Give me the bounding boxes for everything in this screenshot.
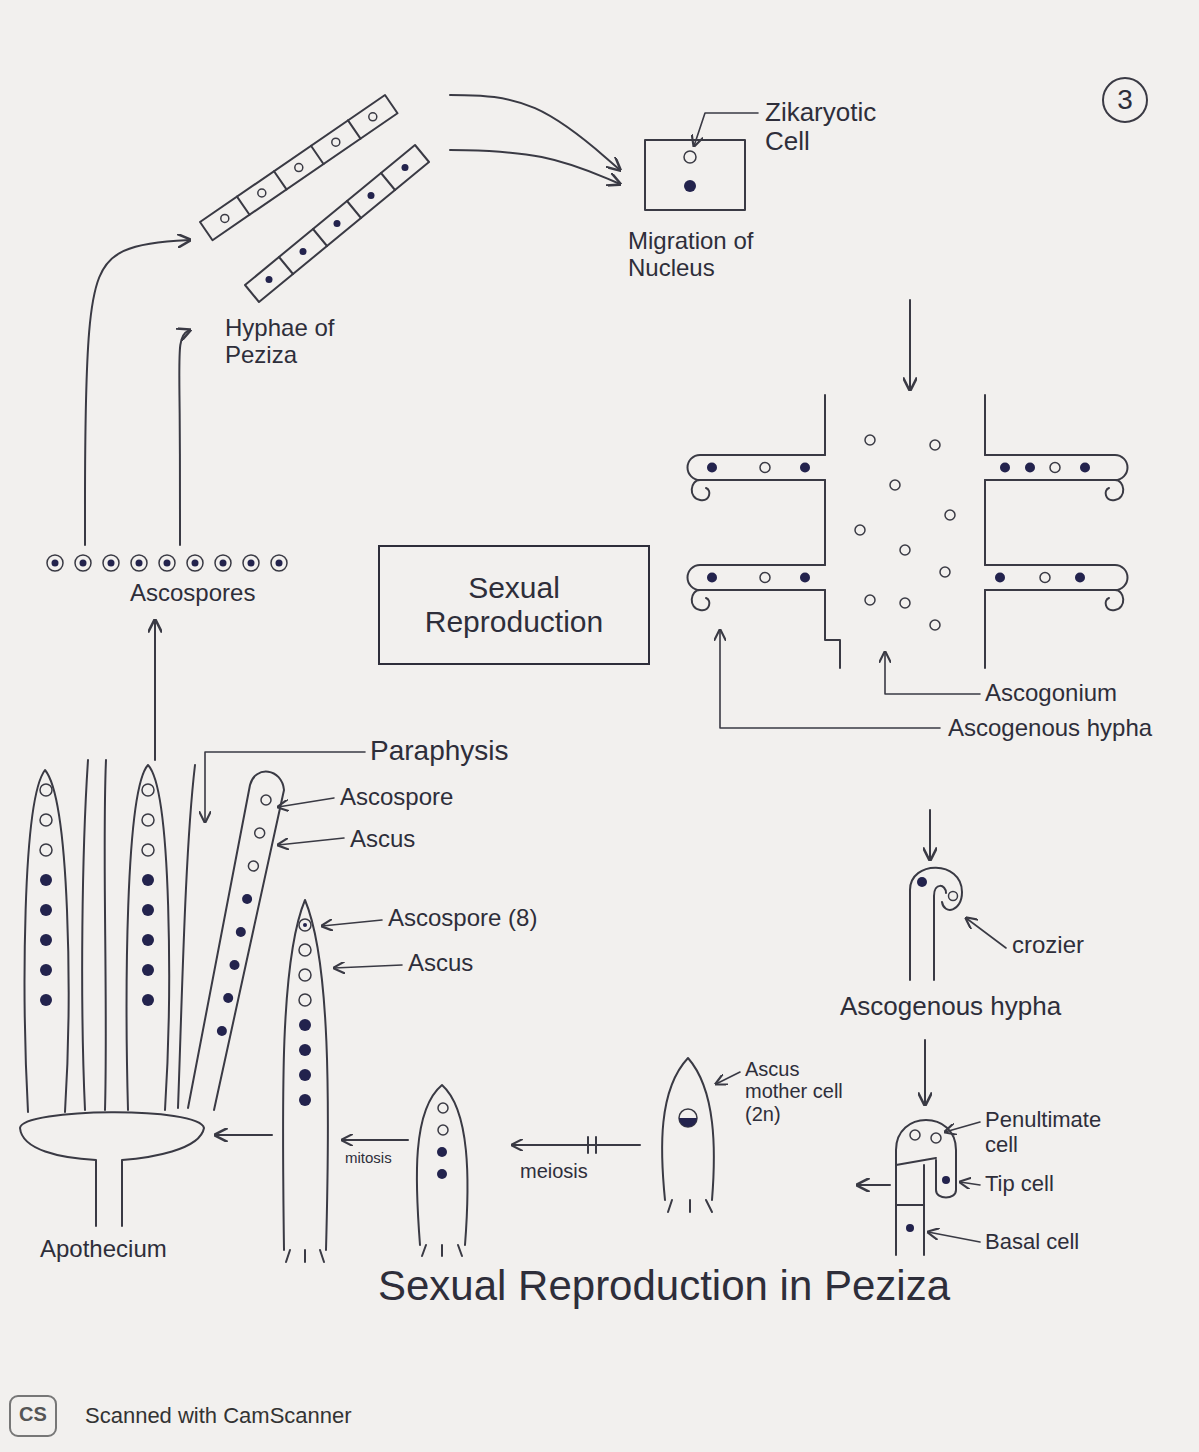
cycle-arrow (179, 330, 190, 545)
ascospores-stage: Ascospores (40, 545, 320, 620)
cycle-arrow (929, 810, 931, 860)
apothecium-stage: Apothecium (15, 760, 215, 1270)
cycle-arrow (450, 150, 620, 184)
stage-label: Zikaryotic Cell (765, 98, 915, 156)
caption: Sexual Reproduction in Peziza (378, 1262, 950, 1309)
stage-label: Sexual Reproduction (388, 571, 640, 638)
cycle-arrow (154, 620, 156, 760)
crozier-stage: crozierAscogenous hypha (835, 860, 1175, 1040)
hyphae-stage: Hyphae of Peziza (190, 80, 450, 375)
stage-label: Hyphae of Peziza (225, 315, 400, 369)
process-label: mitosis (345, 1150, 392, 1167)
hypha-strip (245, 145, 429, 302)
mature-ascus (283, 900, 402, 1262)
leader-line (966, 918, 1006, 948)
cycle-arrow (924, 1040, 926, 1105)
leader-line (716, 1072, 740, 1084)
leader-line (278, 838, 344, 845)
leader-line (278, 798, 334, 807)
cycle-arrow (85, 240, 190, 545)
leader-line (720, 630, 940, 728)
ascus-mother-cell-stage: Ascus mother cell (2n) (650, 1050, 857, 1200)
hook-stage: Penultimate cellTip cellBasal cell (890, 1105, 1190, 1260)
watermark-text: Scanned with CamScanner (85, 1404, 352, 1429)
cycle-arrow (215, 1134, 272, 1136)
mature-ascus-stage: Ascospore (8) Ascus (272, 895, 577, 1145)
crozier-figure (910, 868, 1006, 980)
ascospore-row (47, 555, 287, 571)
stage-label: Basal cell (985, 1230, 1079, 1255)
stage-label: Ascogenous hypha (840, 992, 1061, 1021)
leader-line (334, 965, 402, 968)
process-label: meiosis (520, 1160, 588, 1182)
part-label: Ascospore (340, 784, 453, 811)
leader-line (885, 652, 980, 694)
ascogonium-figure (688, 395, 1128, 728)
stage-label: Tip cell (985, 1172, 1054, 1197)
watermark-logo-box (10, 1396, 56, 1436)
dikaryotic-cell-stage: Zikaryotic CellMigration of Nucleus (620, 95, 970, 300)
stage-label: Ascospores (130, 580, 255, 607)
cycle-arrow (857, 1184, 890, 1186)
page-number: 3 (1111, 84, 1139, 115)
cycle-arrow (909, 300, 911, 390)
title-box: Sexual Reproduction (378, 545, 650, 665)
stage-label: Ascospore (8) (388, 905, 537, 932)
stage-label: Migration of Nucleus (628, 228, 818, 282)
leader-line (945, 1122, 980, 1132)
stage-label: Ascogenous hypha (948, 715, 1152, 742)
dikaryotic-cell (645, 113, 758, 210)
stage-label: crozier (1012, 932, 1084, 959)
hook-figure (896, 1120, 980, 1255)
watermark-logo: CS (12, 1403, 54, 1425)
mitosis-arrow (342, 1139, 408, 1141)
stage-label: Ascus (408, 950, 473, 977)
leader-line (322, 920, 382, 926)
apothecium-figure (20, 752, 365, 1226)
hypha-strip (200, 95, 398, 240)
cycle-arrow (450, 95, 620, 170)
page-number-circle (1103, 78, 1147, 122)
four-nucleate-ascus (417, 1085, 468, 1256)
part-label: Ascus (350, 826, 415, 853)
meiosis-arrow (512, 1137, 640, 1153)
ascus-mother-cell-figure (662, 1058, 740, 1212)
part-label: Paraphysis (370, 735, 509, 766)
leader-line (928, 1232, 980, 1242)
stage-label: Ascogonium (985, 680, 1117, 707)
stage-label: Apothecium (40, 1236, 167, 1263)
leader-line (960, 1182, 980, 1185)
ascogonium-stage: AscogoniumAscogenous hypha (670, 390, 1170, 810)
stage-label: Penultimate cell (985, 1108, 1135, 1157)
stage-label: Ascus mother cell (2n) (745, 1058, 853, 1125)
